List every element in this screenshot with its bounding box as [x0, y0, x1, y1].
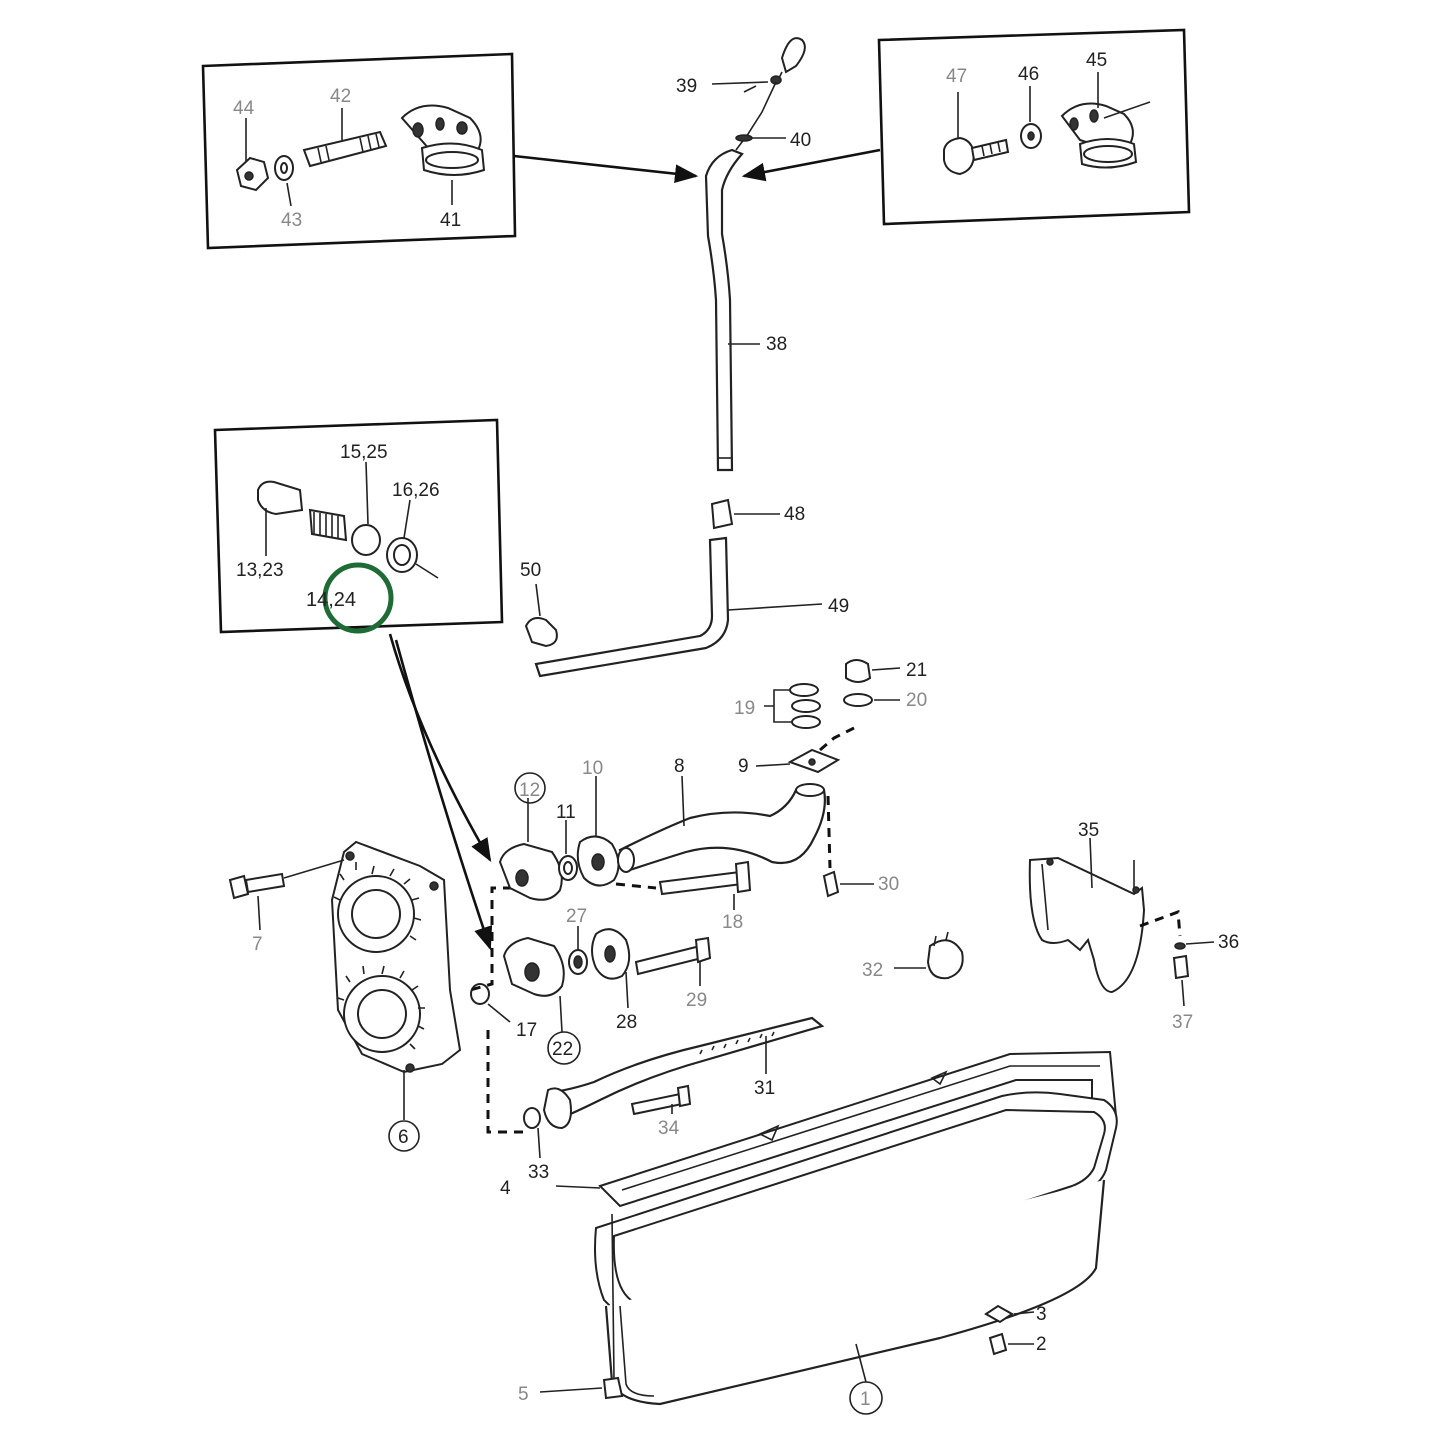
strainer-pipe-31: 31: [542, 1016, 825, 1130]
washer-36: 36: [1174, 932, 1239, 953]
callout-29: 29: [686, 990, 707, 1011]
callout-21: 21: [906, 660, 927, 681]
callout-6: 6: [398, 1127, 409, 1148]
callout-40: 40: [790, 130, 811, 151]
callout-36: 36: [1218, 932, 1239, 953]
callout-39: 39: [676, 76, 697, 97]
dashed-align-lower: [486, 1030, 524, 1134]
o-ring-17: 17: [470, 983, 537, 1041]
washer-43: [274, 155, 294, 181]
callout-35: 35: [1078, 820, 1099, 841]
washer-20: 20: [843, 690, 927, 711]
callout-48: 48: [784, 504, 805, 525]
callout-42: 42: [330, 86, 351, 107]
dashed-align-shield: [1139, 909, 1182, 937]
drain-plug-5: 5: [518, 1213, 624, 1405]
bolt-37: 37: [1172, 954, 1193, 1033]
callout-8: 8: [674, 756, 685, 777]
callout-12: 12: [519, 780, 540, 801]
callout-7: 7: [252, 934, 263, 955]
callout-13-23: 13,23: [236, 560, 284, 581]
clamp-32: 32: [862, 931, 964, 981]
bolt-34: 34: [630, 1084, 692, 1139]
callout-37: 37: [1172, 1012, 1193, 1033]
callout-31: 31: [754, 1078, 775, 1099]
callout-44: 44: [233, 98, 255, 119]
callout-17: 17: [516, 1020, 537, 1041]
pointer-arrow-left-inset: [513, 154, 699, 184]
callout-32: 32: [862, 960, 883, 981]
dashed-align-stud: [819, 726, 855, 752]
bracket-45: [1060, 101, 1151, 169]
washer-3: 3: [984, 1304, 1047, 1325]
bolt-18: 18: [615, 860, 752, 933]
callout-10: 10: [582, 758, 603, 779]
callout-1: 1: [860, 1389, 871, 1410]
pointer-arrow-to-22: [394, 639, 493, 951]
callout-4: 4: [500, 1178, 511, 1199]
callout-46: 46: [1018, 64, 1039, 85]
pipe-8: 8: [617, 756, 826, 873]
oil-pan-1: 1: [594, 1070, 1118, 1415]
oil-pump-6: [330, 840, 462, 1074]
flange-12: 12: [498, 772, 563, 901]
ball-15-25: [351, 524, 381, 556]
pointer-arrow-to-12: [388, 633, 492, 863]
callout-15-25: 15,25: [340, 442, 388, 463]
bolt-29: 29: [634, 936, 712, 1011]
gasket-9: 9: [738, 748, 841, 777]
callout-18: 18: [722, 912, 743, 933]
callout-16-26: 16,26: [392, 480, 440, 501]
callout-43: 43: [281, 210, 302, 231]
callout-28: 28: [616, 1012, 637, 1033]
nut-44: [235, 156, 270, 192]
bolt-2: 2: [988, 1332, 1047, 1356]
gasket-10: 10: [576, 758, 620, 887]
callout-50: 50: [520, 560, 541, 581]
spring-14-24: [308, 508, 348, 542]
callout-33: 33: [528, 1162, 549, 1183]
callout-22: 22: [552, 1039, 573, 1060]
callout-49: 49: [828, 596, 849, 617]
flange-22: 22: [502, 936, 581, 1065]
bolt-47: [943, 136, 1010, 176]
o-ring-33: 33: [523, 1107, 549, 1183]
stud-42: [302, 130, 388, 168]
inset-box-dipstick-bracket-right: 47 46 45: [877, 28, 1191, 226]
washers-19: 19: [734, 683, 821, 729]
inset-box-dipstick-bracket-left: 44 43 42 41: [201, 52, 517, 250]
callout-19: 19: [734, 698, 755, 719]
dipstick-assembly: 39 40 38 48 49: [534, 37, 849, 678]
callout-5: 5: [518, 1384, 529, 1405]
pointer-arrow-right-inset: [741, 148, 881, 182]
callout-11: 11: [556, 802, 576, 823]
highlight-circle: [322, 562, 394, 634]
gasket-28: 28: [591, 928, 637, 1033]
o-ring-11: 11: [556, 802, 578, 881]
callout-14-24-highlighted: 14,24: [306, 589, 356, 611]
nut-21: 21: [845, 659, 927, 683]
bracket-41: [400, 104, 486, 176]
plug-13-23: [257, 480, 304, 516]
callout-47: 47: [946, 66, 967, 87]
o-ring-27: 27: [566, 906, 588, 975]
callout-2: 2: [1036, 1334, 1047, 1355]
bolt-30: 30: [822, 795, 899, 898]
callout-34: 34: [658, 1118, 680, 1139]
callout-9: 9: [738, 756, 749, 777]
callout-27: 27: [566, 906, 587, 927]
bolt-7: 7: [228, 859, 345, 955]
callout-45: 45: [1086, 50, 1107, 71]
clip-50: 50: [520, 560, 558, 648]
washer-46: [1020, 123, 1042, 149]
shield-35: 35: [1028, 820, 1146, 994]
inset-box-relief-valve: 15,25 16,26 13,23 14,24: [213, 418, 504, 634]
callout-41: 41: [440, 210, 461, 231]
ring-16-26: [386, 537, 439, 579]
callout-20: 20: [906, 690, 927, 711]
callout-30: 30: [878, 874, 899, 895]
callout-3: 3: [1036, 1304, 1047, 1325]
callout-38: 38: [766, 334, 787, 355]
